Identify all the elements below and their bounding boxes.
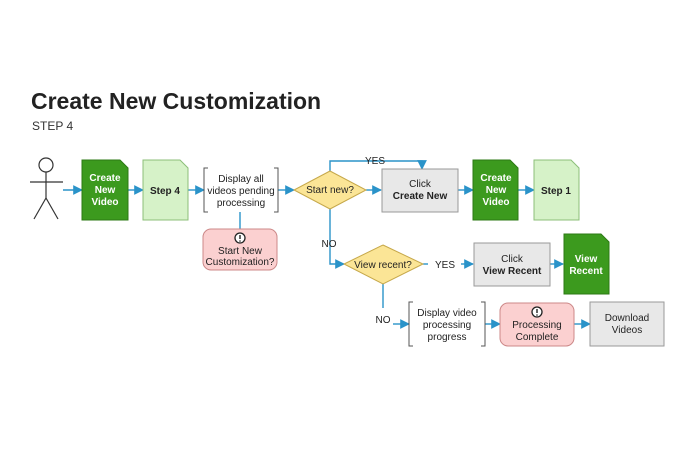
svg-text:Download: Download [605,313,649,324]
node-start-new-decision: Start new? [292,170,368,210]
warning-icon [234,232,246,244]
svg-text:New: New [95,185,116,196]
label-yes-2: YES [435,260,455,271]
label-no-1: NO [322,239,337,250]
svg-text:Create: Create [480,173,512,184]
svg-text:Processing: Processing [512,320,561,331]
connector-no-1 [329,209,345,269]
label-yes-top: YES [365,156,385,167]
node-click-create-new: Click Create New [381,168,459,213]
svg-text:Step 4: Step 4 [150,186,180,197]
page-subtitle: STEP 4 [32,119,74,133]
warning-icon [531,306,543,318]
actor-icon [30,157,63,220]
connectors [63,160,591,329]
svg-text:Create: Create [89,173,121,184]
svg-text:New: New [486,185,507,196]
svg-text:processing: processing [217,198,265,209]
svg-text:View recent?: View recent? [354,260,412,271]
svg-text:progress: progress [428,332,467,343]
node-view-recent-decision: View recent? [342,244,425,285]
svg-text:View Recent: View Recent [483,266,542,277]
svg-text:Step 1: Step 1 [541,186,571,197]
page-title: Create New Customization [31,88,322,114]
svg-text:Display video: Display video [417,308,477,319]
svg-text:processing: processing [423,320,471,331]
node-create-new-video-1: Create New Video [81,159,129,221]
node-click-view-recent: Click View Recent [473,242,551,287]
svg-text:Create New: Create New [393,191,448,202]
connector-yes-top [329,160,427,171]
svg-text:View: View [575,254,598,265]
node-create-new-video-2: Create New Video [472,159,519,221]
svg-text:Click: Click [501,254,524,265]
svg-text:Videos: Videos [612,325,642,336]
node-start-new-customization: Start New Customization? [202,228,278,271]
svg-text:Click: Click [409,179,432,190]
label-no-2: NO [376,315,391,326]
node-step-4: Step 4 [142,159,189,221]
svg-text:Video: Video [482,197,509,208]
node-display-pending: Display all videos pending processing [203,167,279,213]
svg-text:Complete: Complete [516,332,559,343]
svg-text:Start new?: Start new? [306,185,354,196]
node-step-1: Step 1 [533,159,580,221]
svg-text:Recent: Recent [569,266,603,277]
node-view-recent: View Recent [563,233,610,295]
svg-text:Start New: Start New [218,246,263,257]
node-processing-complete: Processing Complete [499,302,575,347]
svg-text:Customization?: Customization? [206,257,275,268]
svg-text:Display all: Display all [218,174,264,185]
svg-text:videos pending: videos pending [207,186,274,197]
node-download-videos: Download Videos [589,301,665,347]
node-display-progress: Display video processing progress [408,301,486,347]
svg-text:Video: Video [91,197,118,208]
